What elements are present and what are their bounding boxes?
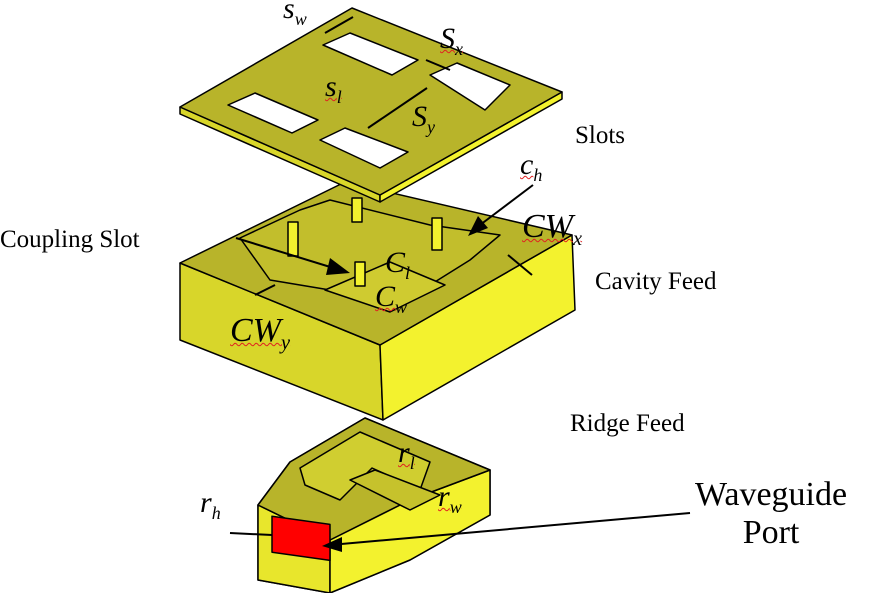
label-sx: Sx [440, 22, 463, 59]
label-sl: sl [325, 70, 342, 107]
sy-dimension-line [367, 87, 428, 129]
waveguide-port-line1: Waveguide [695, 476, 848, 513]
cwx-dimension-line [507, 254, 533, 276]
label-coupling-slot: Coupling Slot [0, 226, 140, 253]
slot-plate [179, 7, 563, 203]
label-rh: rh [200, 486, 221, 523]
waveguide-port-line2: Port [742, 514, 800, 551]
waveguide-port-arrow [329, 512, 691, 546]
sx-dimension-line [425, 59, 451, 71]
label-sw: sw [283, 0, 307, 29]
label-waveguide-port: Waveguide Port [695, 476, 847, 552]
label-cw: Cw [375, 280, 408, 317]
cavity-feed-block [179, 181, 576, 421]
label-cl: Cl [385, 246, 411, 283]
label-slots: Slots [575, 122, 626, 149]
label-cwx: CWx [522, 208, 583, 250]
label-ch: ch [520, 148, 543, 185]
sw-dimension-line [324, 16, 354, 34]
rh-dimension-line [229, 532, 273, 536]
coupling-slot-arrow [235, 237, 341, 271]
label-sy: Sy [412, 100, 435, 137]
label-cavity-feed: Cavity Feed [595, 268, 717, 295]
label-rl: rl [398, 436, 415, 473]
label-rw: rw [438, 480, 462, 517]
label-ridge-feed: Ridge Feed [570, 410, 685, 437]
cwy-dimension-line [254, 284, 276, 296]
ridge-feed-block [257, 417, 491, 593]
label-cwy: CWy [230, 312, 291, 354]
ch-arrow [479, 184, 534, 226]
